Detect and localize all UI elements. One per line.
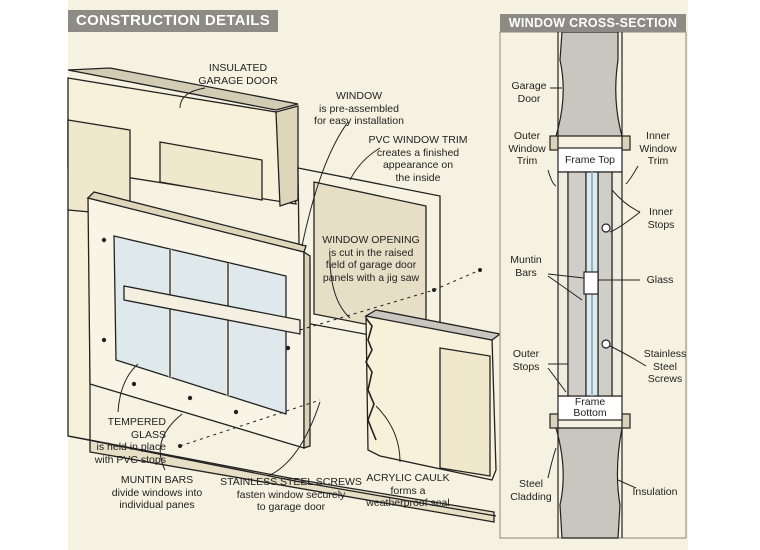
outer-trim-top — [549, 135, 559, 151]
frame-top — [557, 147, 623, 173]
insulation-bottom — [555, 427, 623, 539]
cs-label-frame-top: Frame Top — [565, 154, 615, 166]
cs-label-stainless-screws: Stainless Steel Screws — [643, 348, 687, 385]
cs-label-muntin-bars: Muntin Bars — [510, 254, 542, 279]
callout-pvc-trim: PVC WINDOW TRIM creates a finished appea… — [368, 134, 468, 184]
callout-insulated-door: INSULATED GARAGE DOOR — [198, 62, 278, 87]
muntin-bar-section — [583, 271, 599, 295]
garage-door-drawing — [67, 67, 502, 523]
inner-trim-bottom — [621, 413, 631, 429]
callout-leaders — [117, 87, 401, 477]
inner-stop — [597, 171, 613, 397]
frame-screws — [101, 237, 482, 448]
cs-label-outer-stops: Outer Stops — [512, 348, 540, 373]
callout-acrylic-caulk: ACRYLIC CAULK forms a weatherproof seal — [366, 472, 450, 509]
cs-label-frame-bottom: Frame Bottom — [573, 396, 607, 419]
cs-label-steel-cladding: Steel Cladding — [510, 478, 552, 503]
frame-bottom — [557, 395, 623, 421]
cross-section-leaders — [547, 87, 647, 489]
right-margin — [688, 0, 760, 550]
construction-details-title: CONSTRUCTION DETAILS — [68, 10, 279, 32]
inner-trim-top — [621, 135, 631, 151]
window-glass-area — [113, 235, 287, 415]
cs-label-inner-stops: Inner Stops — [647, 206, 675, 231]
cs-label-garage-door: Garage Door — [511, 80, 547, 105]
door-top-edge — [67, 67, 299, 111]
lower-raised-panel — [439, 347, 491, 477]
callout-muntin-bars: MUNTIN BARS divide windows into individu… — [111, 474, 203, 511]
callout-window-opening: WINDOW OPENING is cut in the raised fiel… — [322, 234, 420, 284]
outer-stop — [567, 171, 587, 397]
window-frame-depth — [303, 250, 311, 449]
frame-side-inner — [611, 171, 623, 397]
raised-panel-mid — [159, 141, 263, 201]
callout-window: WINDOW is pre-assembled for easy install… — [314, 90, 404, 127]
door-edge-right — [275, 105, 299, 207]
outer-trim-bottom — [549, 413, 559, 429]
cs-label-insulation: Insulation — [632, 486, 678, 498]
door-base-line — [67, 435, 497, 517]
cs-label-glass: Glass — [646, 274, 674, 286]
window-frame-side — [86, 191, 307, 253]
insulation-top — [555, 31, 623, 137]
muntin-bar-horizontal — [123, 285, 301, 335]
door-face-lower — [67, 209, 91, 441]
cross-section-title: WINDOW CROSS-SECTION — [500, 14, 686, 32]
cross-section-drawing — [499, 31, 687, 539]
callout-stainless-screws: STAINLESS STEEL SCREWS fasten window sec… — [220, 476, 362, 513]
callout-tempered-glass: TEMPERED GLASS is held in place with PVC… — [94, 416, 166, 466]
caulk-bead — [365, 317, 377, 441]
cs-label-outer-trim: Outer Window Trim — [508, 130, 546, 167]
left-margin — [0, 0, 68, 550]
cs-label-inner-trim: Inner Window Trim — [639, 130, 677, 167]
